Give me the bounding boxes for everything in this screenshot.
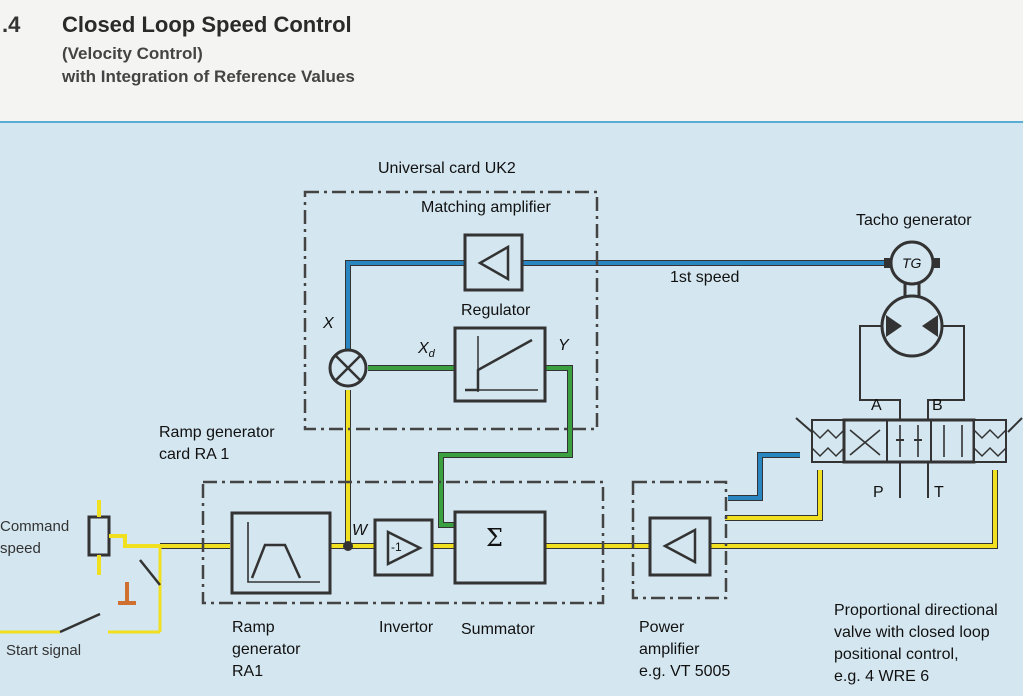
tg-label: TG [902, 255, 922, 271]
subtitle-velocity-control: (Velocity Control) [62, 44, 203, 63]
valve-label-2: valve with closed loop [834, 624, 990, 641]
power-amplifier-label-3: e.g. VT 5005 [639, 663, 731, 680]
ramp-generator-block [230, 511, 332, 595]
invertor-symbol: -1 [391, 540, 402, 554]
start-signal-label: Start signal [6, 642, 82, 659]
command-speed-potentiometer-icon [87, 500, 162, 632]
universal-card-frame [303, 190, 599, 431]
ramp-generator-label-3: RA1 [232, 663, 264, 680]
port-p-label: P [873, 484, 884, 501]
ramp-generator-label-2: generator [232, 641, 301, 658]
power-amplifier-block [648, 516, 712, 577]
sigma-symbol: Σ [486, 524, 503, 552]
command-speed-label-2: speed [0, 540, 41, 557]
x-label: X [323, 315, 334, 332]
regulator-block [453, 326, 547, 403]
invertor-block [373, 518, 434, 577]
hydraulic-motor-icon [859, 294, 965, 420]
summator-label: Summator [461, 621, 535, 638]
header-divider [0, 121, 1023, 123]
proportional-valve-icon [795, 417, 1023, 498]
xd-label: Xd [418, 338, 435, 365]
port-t-label: T [934, 484, 944, 501]
power-amplifier-label-2: amplifier [639, 641, 700, 658]
page-title: Closed Loop Speed Control [62, 12, 352, 37]
matching-amplifier-label: Matching amplifier [421, 199, 551, 216]
diagram-panel [0, 123, 1023, 696]
invertor-label: Invertor [379, 619, 434, 636]
power-amplifier-label-1: Power [639, 619, 685, 636]
power-amp-frame [631, 480, 728, 600]
ramp-card-label-2: card RA 1 [159, 446, 230, 463]
xd-main: X [418, 340, 429, 357]
tacho-generator-icon [884, 240, 940, 296]
xd-subscript: d [428, 348, 435, 360]
ramp-card-frame [201, 480, 605, 605]
ramp-generator-label-1: Ramp [232, 619, 275, 636]
command-speed-label-1: Command [0, 518, 70, 535]
section-number: .4 [2, 12, 21, 37]
comparator-icon [328, 348, 368, 388]
header: .4 Closed Loop Speed Control (Velocity C… [0, 0, 1023, 122]
wire-valve-feedback [728, 452, 800, 501]
start-signal-switch-icon [0, 612, 160, 634]
port-b-label: B [932, 397, 943, 414]
y-label: Y [558, 337, 569, 354]
wire-power-to-solenoid-left [725, 470, 823, 521]
w-label: W [352, 522, 368, 539]
matching-amplifier-block [463, 233, 524, 292]
valve-label-3: positional control, [834, 646, 959, 663]
valve-label-1: Proportional directional [834, 602, 998, 619]
wire-power-to-solenoid-right [710, 470, 998, 549]
universal-card-label: Universal card UK2 [378, 160, 516, 177]
tacho-generator-label: Tacho generator [856, 212, 972, 229]
port-a-label: A [871, 397, 882, 414]
w-node-dot [343, 541, 353, 551]
ramp-card-label-1: Ramp generator [159, 424, 275, 441]
regulator-label: Regulator [461, 302, 531, 319]
valve-label-4: e.g. 4 WRE 6 [834, 668, 930, 685]
summator-block [453, 510, 547, 585]
subtitle-reference-values: with Integration of Reference Values [62, 67, 355, 86]
first-speed-label: 1st speed [670, 269, 740, 286]
